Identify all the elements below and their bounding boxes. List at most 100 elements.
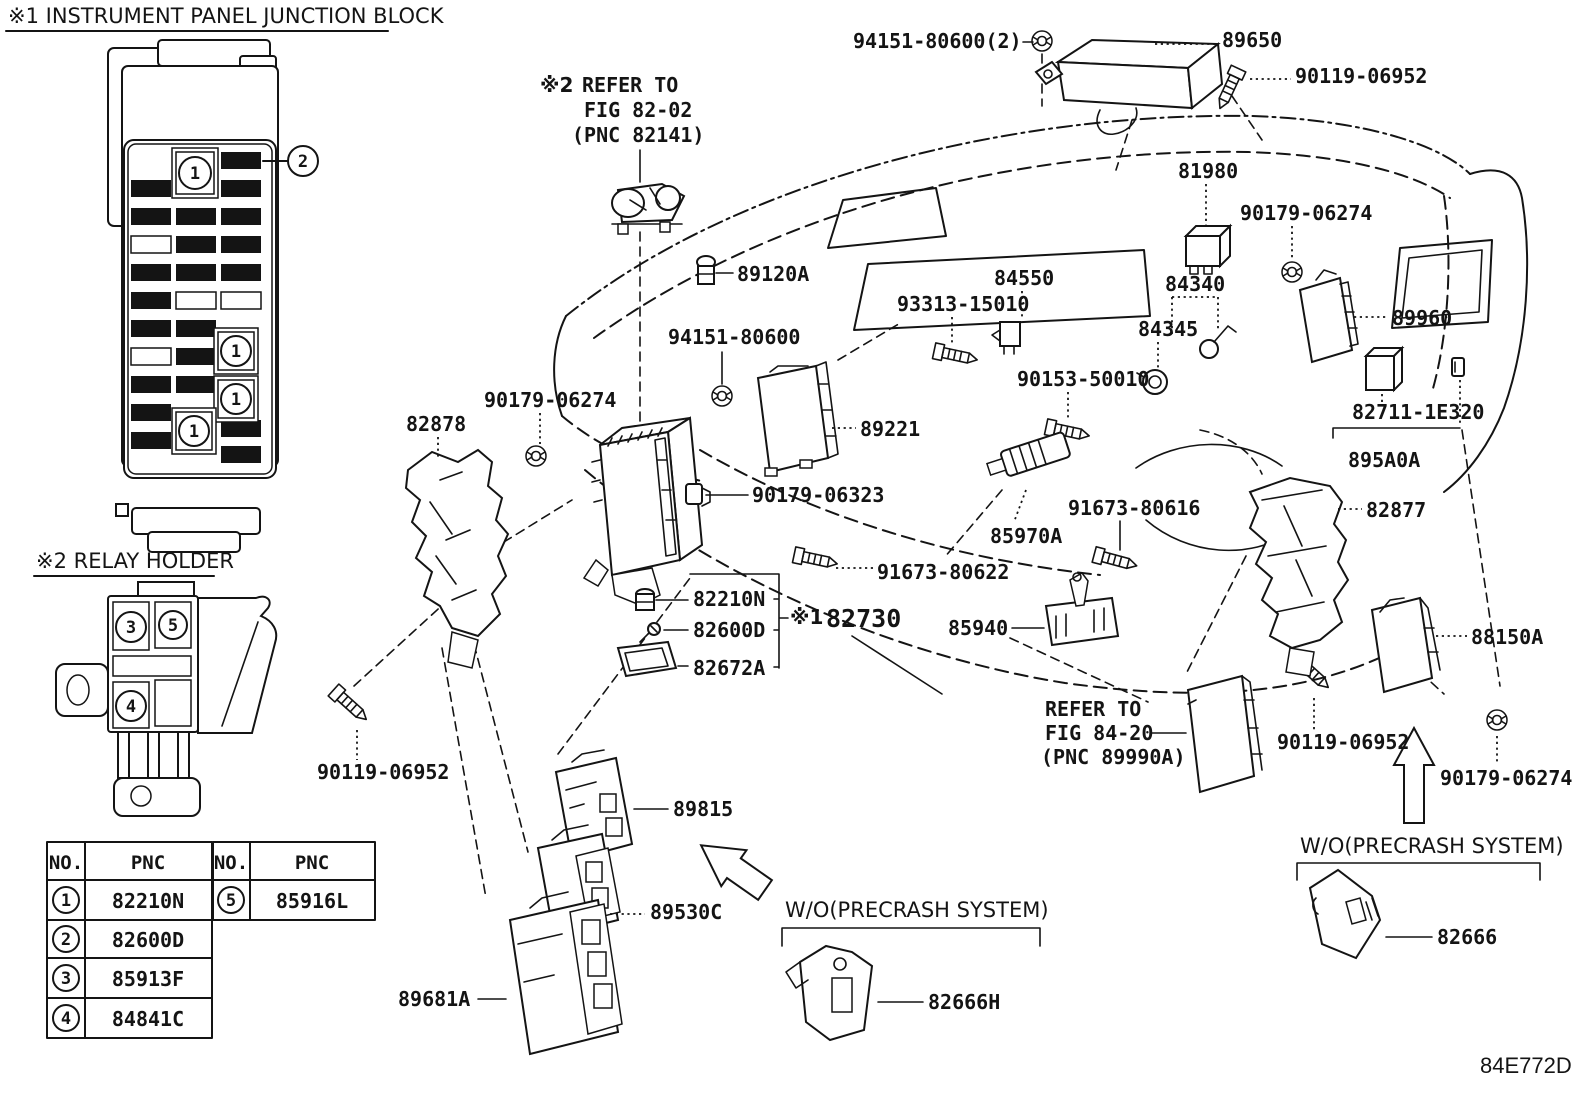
bracket-82878 [404, 448, 510, 669]
clip-90179-06323 [685, 483, 711, 507]
part-label-84345: 84345 [1138, 317, 1198, 341]
part-label-84340: 84340 [1165, 272, 1225, 296]
junction-block-drawing: 1 1 1 1 2 [107, 39, 319, 553]
table-header-pnc: PNC [295, 852, 329, 874]
table-header-pnc: PNC [131, 852, 165, 874]
part-label-82600D: 82600D [693, 618, 765, 642]
note-line: FIG 82-02 [584, 98, 692, 122]
part-label-94151-80600-2: 94151-80600(2) [853, 29, 1022, 53]
table-header-no: NO. [49, 852, 83, 874]
diagram-code: 84E772D [1480, 1053, 1572, 1078]
nut-icon [1281, 261, 1303, 283]
switch-85940 [1044, 572, 1120, 647]
part-label-85970A: 85970A [990, 524, 1062, 548]
part-label-82878: 82878 [406, 412, 466, 436]
table-pnc: 82600D [112, 928, 184, 952]
note-refer-fig-84-20: REFER TO FIG 84-20 (PNC 89990A) [1041, 697, 1186, 769]
part-label-85940: 85940 [948, 616, 1008, 640]
note-line: REFER TO [582, 73, 678, 97]
wo-precrash-bracket-right [1296, 862, 1541, 881]
part-label-90179-06323: 90179-06323 [752, 483, 884, 507]
table-no: 4 [61, 1009, 71, 1029]
part-label-90119-06952: 90119-06952 [317, 760, 449, 784]
part-label-89120A: 89120A [737, 262, 809, 286]
wo-precrash-bracket-center [781, 927, 1041, 947]
part-label-895A0A: 895A0A [1348, 448, 1420, 472]
ecu-89650 [1034, 38, 1224, 135]
table-row: 5 85916L [217, 886, 348, 914]
note-line: FIG 84-20 [1045, 721, 1153, 745]
part-label-89815: 89815 [673, 797, 733, 821]
relay-82711 [1363, 345, 1405, 393]
ecu-89990A [1186, 674, 1263, 794]
bolt-icon [327, 683, 373, 727]
part-label-89650: 89650 [1222, 28, 1282, 52]
part-label-89681A: 89681A [398, 987, 470, 1011]
junction-block-title: ※1 INSTRUMENT PANEL JUNCTION BLOCK [8, 4, 445, 28]
sensor-84340 [1199, 325, 1237, 359]
part-label-94151-80600: 94151-80600 [668, 325, 800, 349]
part-label-90153-50010: 90153-50010 [1017, 367, 1149, 391]
connector-82666 [1308, 868, 1382, 960]
ecu-89221 [756, 361, 839, 477]
part-label-90179-06274: 90179-06274 [1440, 766, 1572, 790]
pnc-table: NO. PNC NO. PNC 1 82210N 2 82600D 3 8591… [46, 841, 376, 1039]
screw-icon [1031, 30, 1053, 52]
relay-holder-header: ※2 RELAY HOLDER [33, 549, 234, 577]
nut-icon [1486, 709, 1508, 731]
part-label-82666: 82666 [1437, 925, 1497, 949]
callout-1: 1 [190, 164, 200, 184]
junction-block-82730 [582, 416, 704, 606]
table-no: 2 [61, 930, 71, 950]
dashboard-outline [553, 114, 1529, 694]
table-pnc: 85916L [276, 889, 348, 913]
part-label-91673-80622: 91673-80622 [877, 560, 1009, 584]
junction-block-header: ※1 INSTRUMENT PANEL JUNCTION BLOCK [5, 4, 445, 32]
bolt-icon [791, 546, 840, 573]
callout-1-slot: 1 [171, 147, 219, 199]
part-label-82210N: 82210N [693, 587, 765, 611]
part-label-81980: 81980 [1178, 159, 1238, 183]
part-label-89221: 89221 [860, 417, 920, 441]
direction-arrow-icon [1392, 725, 1436, 824]
note-refer-fig-82-02: ※2 REFER TO FIG 82-02 (PNC 82141) [540, 73, 704, 147]
grommet-89120A [696, 255, 716, 285]
callout-2-marker: 2 [262, 145, 319, 177]
part-label-82711-1E320: 82711-1E320 [1352, 400, 1484, 424]
grommet-82210N [635, 588, 655, 611]
part-label-82666H: 82666H [928, 990, 1000, 1014]
callout-1: 1 [189, 422, 199, 442]
callout-1-slot: 1 [171, 407, 217, 455]
relay-holder-drawing: 3 5 4 [55, 581, 278, 817]
table-row: 3 85913F [52, 964, 184, 992]
switch-85970A [986, 431, 1071, 477]
table-pnc: 82210N [112, 889, 184, 913]
part-label-82672A: 82672A [693, 656, 765, 680]
part-label-82730-mark: ※1 [790, 605, 823, 629]
screw-icon [711, 385, 733, 407]
callout-1: 1 [231, 342, 241, 362]
callout-1: 1 [231, 390, 241, 410]
bolt-icon [931, 342, 980, 369]
part-label-88150A: 88150A [1471, 625, 1543, 649]
callout-1-slot: 1 [213, 375, 259, 423]
part-label-89960: 89960 [1392, 306, 1452, 330]
part-label-90179-06274: 90179-06274 [1240, 201, 1372, 225]
part-label-89530C: 89530C [650, 900, 722, 924]
nut-icon [525, 445, 547, 467]
ring-84345 [1136, 369, 1168, 395]
part-label-82877: 82877 [1366, 498, 1426, 522]
note-wo-precrash-right: W/O(PRECRASH SYSTEM) [1300, 834, 1564, 858]
fuse-grid [130, 152, 262, 463]
callout-2: 2 [298, 152, 308, 172]
callout-5: 5 [168, 616, 178, 636]
table-no: 1 [61, 891, 71, 911]
table-pnc: 84841C [112, 1007, 184, 1031]
clip-84550 [991, 321, 1021, 355]
table-no: 5 [226, 891, 236, 911]
note-line: REFER TO [1045, 697, 1141, 721]
alignment-dashed-lines [353, 53, 1501, 899]
connector-82666H [785, 944, 874, 1042]
